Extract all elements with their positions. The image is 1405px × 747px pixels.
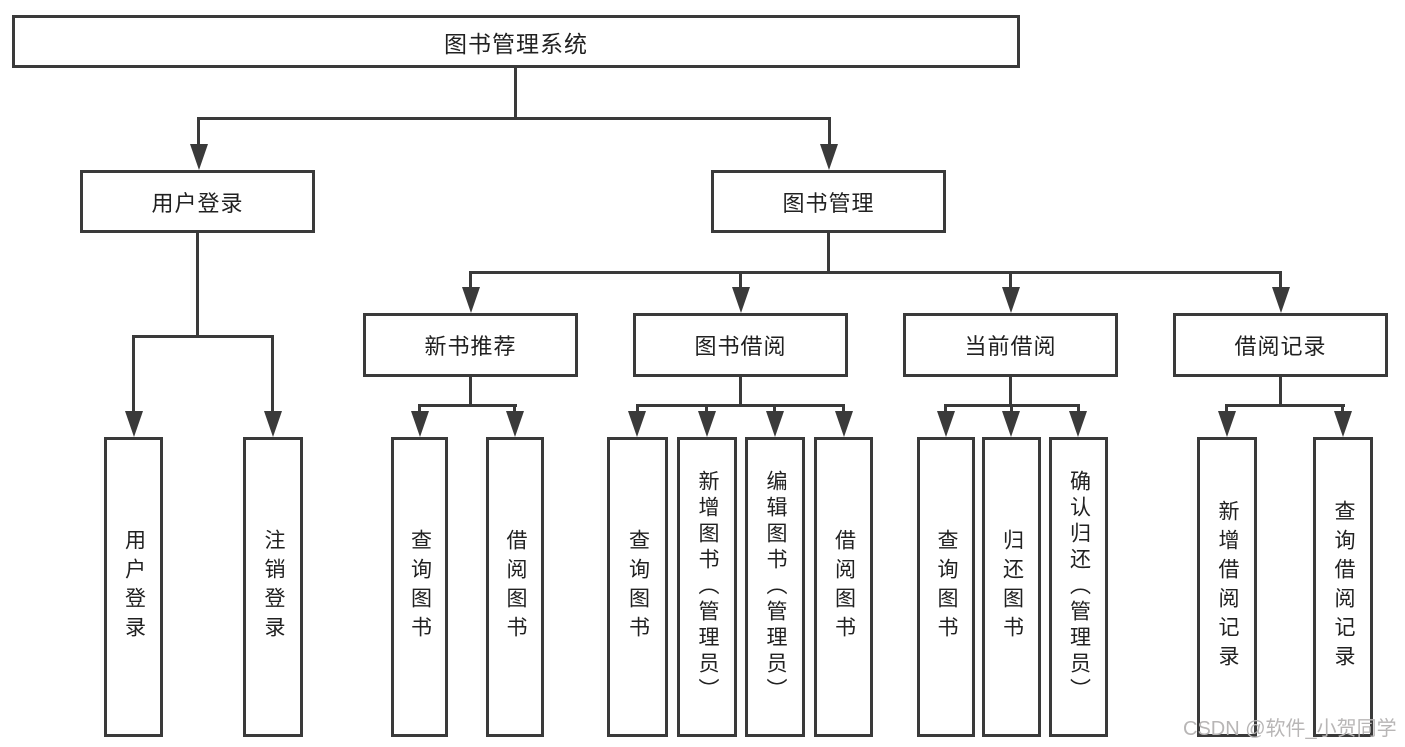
connector-line [705, 404, 708, 413]
leaf-current-query-box: 查询图书 [917, 437, 975, 737]
arrowhead-down-icon [1002, 287, 1020, 313]
arrowhead-down-icon [506, 411, 524, 437]
node-borrow-box: 图书借阅 [633, 313, 848, 377]
connector-line [828, 117, 831, 147]
connector-line [1341, 404, 1344, 413]
arrowhead-down-icon [264, 411, 282, 437]
node-user-login-box: 用户登录 [80, 170, 315, 233]
leaf-records-query-label: 查询借阅记录 [1332, 500, 1355, 674]
node-root-label: 图书管理系统 [444, 30, 588, 57]
leaf-borrow-query-label: 查询图书 [626, 529, 650, 645]
leaf-borrow-add-box: 新增图书（管理员） [677, 437, 737, 737]
connector-line [469, 271, 472, 289]
arrowhead-down-icon [698, 411, 716, 437]
arrowhead-down-icon [937, 411, 955, 437]
arrowhead-down-icon [766, 411, 784, 437]
leaf-newbooks-query-label: 查询图书 [408, 529, 432, 645]
leaf-newbooks-borrow-box: 借阅图书 [486, 437, 544, 737]
arrowhead-down-icon [190, 144, 208, 170]
connector-line [132, 335, 274, 338]
arrowhead-down-icon [411, 411, 429, 437]
watermark-text: CSDN @软件_小贺同学 [1183, 718, 1397, 740]
connector-line [636, 404, 845, 407]
leaf-user-login-box: 用户登录 [104, 437, 163, 737]
node-root-box: 图书管理系统 [12, 15, 1020, 68]
connector-line [1279, 377, 1282, 407]
node-records-label: 借阅记录 [1234, 334, 1327, 359]
connector-line [418, 404, 421, 413]
arrowhead-down-icon [835, 411, 853, 437]
leaf-current-return-box: 归还图书 [982, 437, 1041, 737]
arrowhead-down-icon [820, 144, 838, 170]
connector-line [636, 404, 639, 413]
leaf-records-query-box: 查询借阅记录 [1313, 437, 1373, 737]
connector-line [469, 271, 1282, 274]
node-new-books-box: 新书推荐 [363, 313, 578, 377]
leaf-logout-box: 注销登录 [243, 437, 303, 737]
node-records-box: 借阅记录 [1173, 313, 1388, 377]
node-book-mgmt-box: 图书管理 [711, 170, 946, 233]
node-current-box: 当前借阅 [903, 313, 1118, 377]
connector-line [1077, 404, 1080, 413]
node-borrow-label: 图书借阅 [694, 334, 787, 359]
arrowhead-down-icon [125, 411, 143, 437]
arrowhead-down-icon [1069, 411, 1087, 437]
leaf-records-add-label: 新增借阅记录 [1216, 500, 1239, 674]
connector-line [469, 377, 472, 407]
connector-line [196, 233, 199, 338]
arrowhead-down-icon [628, 411, 646, 437]
connector-line [1009, 271, 1012, 289]
connector-line [1279, 271, 1282, 289]
leaf-newbooks-query-box: 查询图书 [391, 437, 448, 737]
connector-line [944, 404, 947, 413]
leaf-borrow-edit-label: 编辑图书（管理员） [764, 470, 787, 704]
leaf-borrow-edit-box: 编辑图书（管理员） [745, 437, 805, 737]
connector-line [827, 233, 830, 274]
leaf-borrow-add-label: 新增图书（管理员） [696, 470, 719, 704]
node-book-mgmt-label: 图书管理 [782, 190, 875, 216]
leaf-current-return-label: 归还图书 [1000, 529, 1024, 645]
connector-line [739, 271, 742, 289]
leaf-current-confirm-label: 确认归还（管理员） [1067, 470, 1091, 704]
arrowhead-down-icon [1272, 287, 1290, 313]
node-user-login-label: 用户登录 [151, 190, 244, 216]
leaf-current-query-label: 查询图书 [935, 529, 958, 645]
leaf-logout-label: 注销登录 [262, 529, 285, 645]
arrowhead-down-icon [732, 287, 750, 313]
connector-line [197, 117, 831, 120]
connector-line [842, 404, 845, 413]
node-current-label: 当前借阅 [964, 334, 1057, 359]
leaf-borrow-query-box: 查询图书 [607, 437, 668, 737]
connector-line [739, 377, 742, 407]
leaf-records-add-box: 新增借阅记录 [1197, 437, 1257, 737]
connector-line [773, 404, 776, 413]
leaf-borrow-borrow-box: 借阅图书 [814, 437, 873, 737]
leaf-current-confirm-box: 确认归还（管理员） [1049, 437, 1108, 737]
connector-line [271, 335, 274, 413]
connector-line [1010, 404, 1013, 413]
leaf-borrow-borrow-label: 借阅图书 [832, 529, 856, 645]
arrowhead-down-icon [1002, 411, 1020, 437]
arrowhead-down-icon [462, 287, 480, 313]
connector-line [514, 68, 517, 120]
connector-line [418, 404, 517, 407]
connector-line [197, 117, 200, 147]
arrowhead-down-icon [1218, 411, 1236, 437]
connector-line [1225, 404, 1345, 407]
connector-line [132, 335, 135, 413]
leaf-user-login-label: 用户登录 [122, 529, 146, 645]
node-new-books-label: 新书推荐 [424, 334, 517, 359]
connector-line [1009, 377, 1012, 407]
arrowhead-down-icon [1334, 411, 1352, 437]
connector-line [513, 404, 516, 413]
leaf-newbooks-borrow-label: 借阅图书 [504, 529, 527, 645]
connector-line [1225, 404, 1228, 413]
